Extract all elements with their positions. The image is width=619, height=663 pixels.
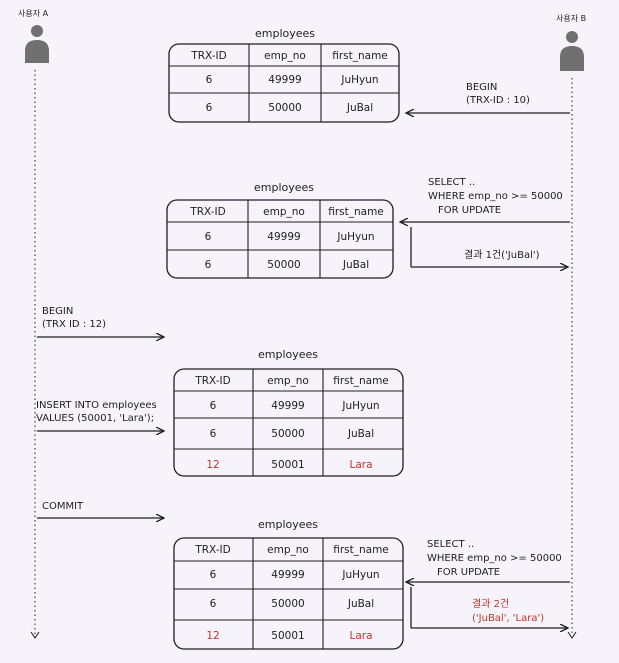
actor-b: 사용자 B xyxy=(556,14,586,639)
b-select-2-line-1: SELECT .. xyxy=(427,539,474,550)
table-3-row-1-trx: 6 xyxy=(210,400,217,412)
employees-table-2: employees TRX-ID emp_no first_name 6 499… xyxy=(166,181,394,279)
table-3-row-1-name: JuHyun xyxy=(341,400,379,412)
a-begin-annotation: BEGIN (TRX ID : 12) xyxy=(37,306,164,337)
a-insert-annotation: INSERT INTO employees VALUES (50001, 'La… xyxy=(36,400,164,431)
employees-table-1: employees TRX-ID emp_no first_name 6 499… xyxy=(168,27,400,123)
user-b-icon xyxy=(560,31,584,71)
table-4-row-2-name: JuBal xyxy=(347,598,374,610)
b-select-1-line-2: WHERE emp_no >= 50000 xyxy=(428,191,563,202)
b-select-2-line-3: FOR UPDATE xyxy=(437,567,500,578)
table-3-header-emp-no: emp_no xyxy=(267,375,309,387)
table-4-row-3-emp-no: 50001 xyxy=(271,630,304,642)
a-insert-line-1: INSERT INTO employees xyxy=(36,400,157,411)
a-commit-label: COMMIT xyxy=(42,501,84,512)
table-2-header-first-name: first_name xyxy=(328,206,384,218)
actor-a: 사용자 A xyxy=(18,9,49,639)
b-begin-annotation: BEGIN (TRX-ID : 10) xyxy=(406,82,570,113)
b-result-2-line-2: ('JuBal', 'Lara') xyxy=(472,613,544,624)
b-begin-line-2: (TRX-ID : 10) xyxy=(466,95,530,106)
user-a-icon xyxy=(25,25,49,63)
table-3-header-trx-id: TRX-ID xyxy=(194,375,230,387)
table-3-header-first-name: first_name xyxy=(333,375,389,387)
table-1-row-1-trx: 6 xyxy=(206,74,213,86)
actor-b-label: 사용자 B xyxy=(556,14,586,23)
table-3-row-3-name: Lara xyxy=(349,459,372,471)
b-select-1-annotation: SELECT .. WHERE emp_no >= 50000 FOR UPDA… xyxy=(400,177,570,267)
table-2-title: employees xyxy=(254,181,314,194)
table-2-row-2-emp-no: 50000 xyxy=(267,259,300,271)
table-2-header-emp-no: emp_no xyxy=(263,206,305,218)
table-3-row-2-emp-no: 50000 xyxy=(271,428,304,440)
table-4-row-3-trx: 12 xyxy=(206,630,219,642)
table-4-header-emp-no: emp_no xyxy=(267,544,309,556)
table-1-header-first-name: first_name xyxy=(332,50,388,62)
b-select-1-line-3: FOR UPDATE xyxy=(438,205,501,216)
table-2-row-2-name: JuBal xyxy=(342,259,369,271)
actor-a-label: 사용자 A xyxy=(18,9,49,18)
table-3-row-2-trx: 6 xyxy=(210,428,217,440)
table-3-title: employees xyxy=(258,348,318,361)
table-3-row-1-emp-no: 49999 xyxy=(271,400,304,412)
table-1-row-2-trx: 6 xyxy=(206,102,213,114)
a-begin-line-1: BEGIN xyxy=(42,306,73,317)
a-begin-line-2: (TRX ID : 12) xyxy=(42,319,106,330)
table-4-row-1-emp-no: 49999 xyxy=(271,569,304,581)
table-2-row-2-trx: 6 xyxy=(205,259,212,271)
table-1-title: employees xyxy=(255,27,315,40)
b-result-2-line-1: 결과 2건 xyxy=(472,598,509,610)
table-3-row-3-emp-no: 50001 xyxy=(271,459,304,471)
table-1-row-2-name: JuBal xyxy=(346,102,373,114)
b-select-2-annotation: SELECT .. WHERE emp_no >= 50000 FOR UPDA… xyxy=(406,539,570,628)
b-result-1-label: 결과 1건('JuBal') xyxy=(464,249,540,261)
employees-table-3: employees TRX-ID emp_no first_name 6 499… xyxy=(173,348,404,477)
table-2-row-1-trx: 6 xyxy=(205,231,212,243)
table-4-header-trx-id: TRX-ID xyxy=(194,544,230,556)
a-insert-line-2: VALUES (50001, 'Lara'); xyxy=(36,413,154,424)
table-4-title: employees xyxy=(258,518,318,531)
table-4-row-1-trx: 6 xyxy=(210,569,217,581)
table-1-row-1-name: JuHyun xyxy=(340,74,378,86)
table-2-row-1-emp-no: 49999 xyxy=(267,231,300,243)
table-1-header-trx-id: TRX-ID xyxy=(190,50,226,62)
table-1-header-emp-no: emp_no xyxy=(264,50,306,62)
table-2-row-1-name: JuHyun xyxy=(336,231,374,243)
b-select-1-line-1: SELECT .. xyxy=(428,177,475,188)
table-3-row-2-name: JuBal xyxy=(347,428,374,440)
table-4-row-2-emp-no: 50000 xyxy=(271,598,304,610)
b-select-2-line-2: WHERE emp_no >= 50000 xyxy=(427,553,562,564)
a-commit-annotation: COMMIT xyxy=(37,501,164,518)
table-2-header-trx-id: TRX-ID xyxy=(189,206,225,218)
b-begin-line-1: BEGIN xyxy=(466,82,497,93)
table-4-row-2-trx: 6 xyxy=(210,598,217,610)
table-4-header-first-name: first_name xyxy=(333,544,389,556)
table-1-row-1-emp-no: 49999 xyxy=(268,74,301,86)
table-4-row-3-name: Lara xyxy=(349,630,372,642)
employees-table-4: employees TRX-ID emp_no first_name 6 499… xyxy=(173,518,404,650)
table-1-row-2-emp-no: 50000 xyxy=(268,102,301,114)
table-3-row-3-trx: 12 xyxy=(206,459,219,471)
table-4-row-1-name: JuHyun xyxy=(341,569,379,581)
